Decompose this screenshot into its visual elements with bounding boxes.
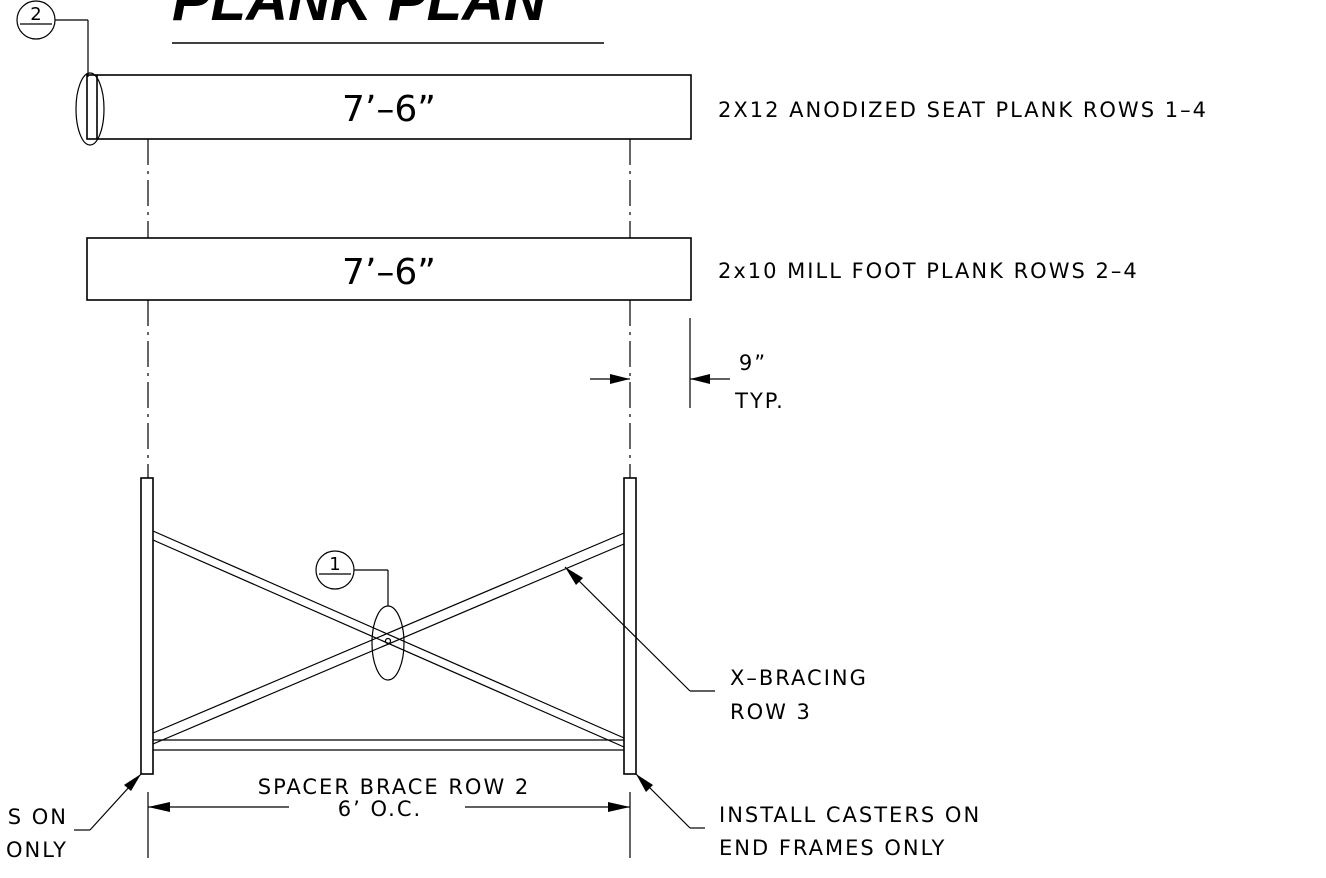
frame-assembly — [140, 477, 637, 775]
seat-plank: 7’–6” — [86, 74, 692, 140]
foot-plank-label: 2x10 MILL FOOT PLANK ROWS 2–4 — [718, 259, 1139, 283]
casters-left-leader — [74, 773, 142, 831]
brace-pin — [384, 637, 392, 645]
end-frame-left — [140, 477, 154, 775]
detail-bubble-1: 1 — [315, 550, 405, 681]
offset-dimension: 9” TYP. — [590, 318, 785, 413]
frame-spacing-value: 6’ O.C. — [338, 797, 422, 821]
frame-spacing-dimension: 6’ O.C. — [147, 792, 631, 858]
seat-plank-label: 2X12 ANODIZED SEAT PLANK ROWS 1–4 — [718, 98, 1208, 122]
offset-value: 9” — [739, 351, 767, 375]
casters-left-line2: ONLY — [6, 838, 68, 862]
detail-1-callout-ellipse — [371, 605, 405, 681]
drawing-title: PLANK PLAN — [172, 0, 547, 33]
spacer-brace — [153, 739, 624, 751]
casters-right-leader — [635, 773, 705, 829]
x-bracing-label-line2: ROW 3 — [730, 700, 812, 724]
x-bracing-leader — [564, 566, 715, 692]
spacer-brace-label: SPACER BRACE ROW 2 — [258, 775, 531, 799]
end-frame-right — [623, 477, 637, 775]
detail-bubble-2: 2 — [16, 0, 105, 146]
seat-plank-length: 7’–6” — [342, 89, 436, 130]
offset-note: TYP. — [734, 389, 785, 413]
detail-bubble-1-number: 1 — [329, 554, 340, 575]
casters-left-line1: S ON — [8, 805, 68, 829]
foot-plank: 7’–6” — [86, 237, 692, 301]
detail-bubble-2-number: 2 — [30, 4, 41, 25]
foot-plank-length: 7’–6” — [342, 252, 436, 293]
x-bracing-label-line1: X–BRACING — [730, 666, 868, 690]
casters-right-line1: INSTALL CASTERS ON — [719, 803, 981, 827]
casters-right-line2: END FRAMES ONLY — [719, 836, 946, 860]
detail-2-callout-ellipse — [75, 72, 105, 146]
